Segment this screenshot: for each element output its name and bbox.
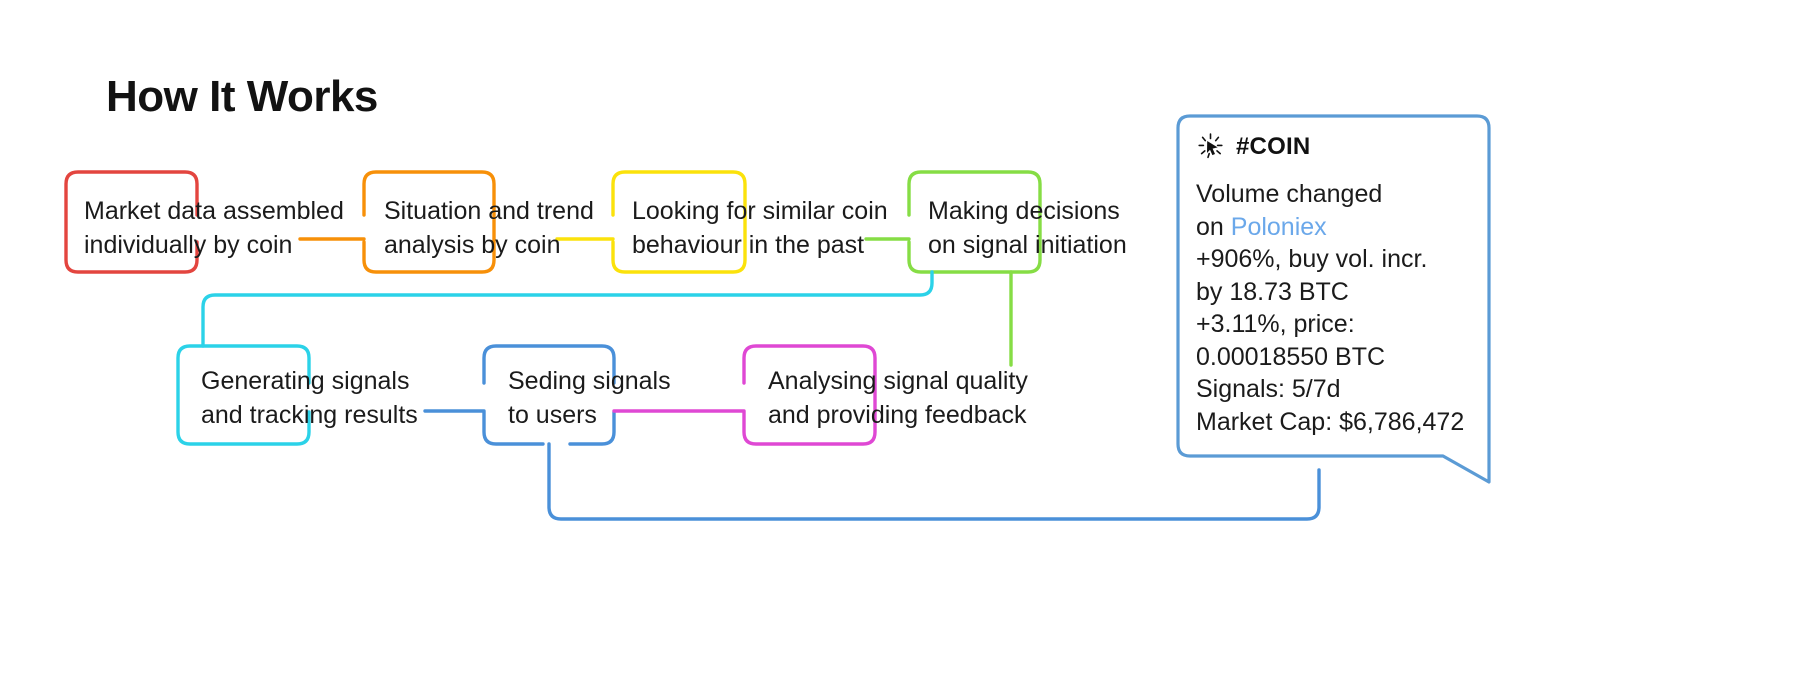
- node-box-situation-trend[interactable]: [362, 170, 496, 274]
- tooltip-card-outline: [1176, 114, 1491, 484]
- tooltip-line-signals: Signals: 5/7d: [1196, 375, 1341, 403]
- connector-seding-to-tooltip: [547, 442, 1321, 521]
- connector-decisions-to-generating: [201, 270, 934, 348]
- tooltip-line-price-change: +3.11%, price:: [1196, 310, 1355, 338]
- click-cursor-icon: [1198, 133, 1223, 159]
- node-box-generating-signals[interactable]: [176, 344, 311, 446]
- tooltip-line-volume-change: +906%, buy vol. incr.: [1196, 245, 1428, 273]
- coin-ticker: #COIN: [1236, 133, 1311, 160]
- exchange-prefix: on: [1196, 212, 1231, 241]
- exchange-link[interactable]: Poloniex: [1230, 212, 1327, 241]
- node-box-similar-behaviour[interactable]: [611, 170, 747, 274]
- tooltip-header: #COIN: [1196, 132, 1486, 162]
- page-title: How It Works: [106, 72, 378, 121]
- node-box-analysing-quality[interactable]: [742, 344, 877, 446]
- coin-signal-tooltip[interactable]: #COIN Volume changed on Poloniex +906%, …: [1196, 132, 1486, 438]
- tooltip-line-volume: Volume changed: [1196, 180, 1383, 208]
- tooltip-line-volume-btc: by 18.73 BTC: [1196, 277, 1349, 306]
- node-box-seding-signals[interactable]: [482, 344, 616, 446]
- node-box-making-decisions[interactable]: [907, 170, 1042, 274]
- tooltip-line-exchange: on Poloniex: [1196, 211, 1486, 244]
- tooltip-line-price-value: 0.00018550 BTC: [1196, 342, 1386, 371]
- tooltip-line-market-cap: Market Cap: $6,786,472: [1196, 407, 1465, 436]
- node-box-market-data[interactable]: [64, 170, 199, 274]
